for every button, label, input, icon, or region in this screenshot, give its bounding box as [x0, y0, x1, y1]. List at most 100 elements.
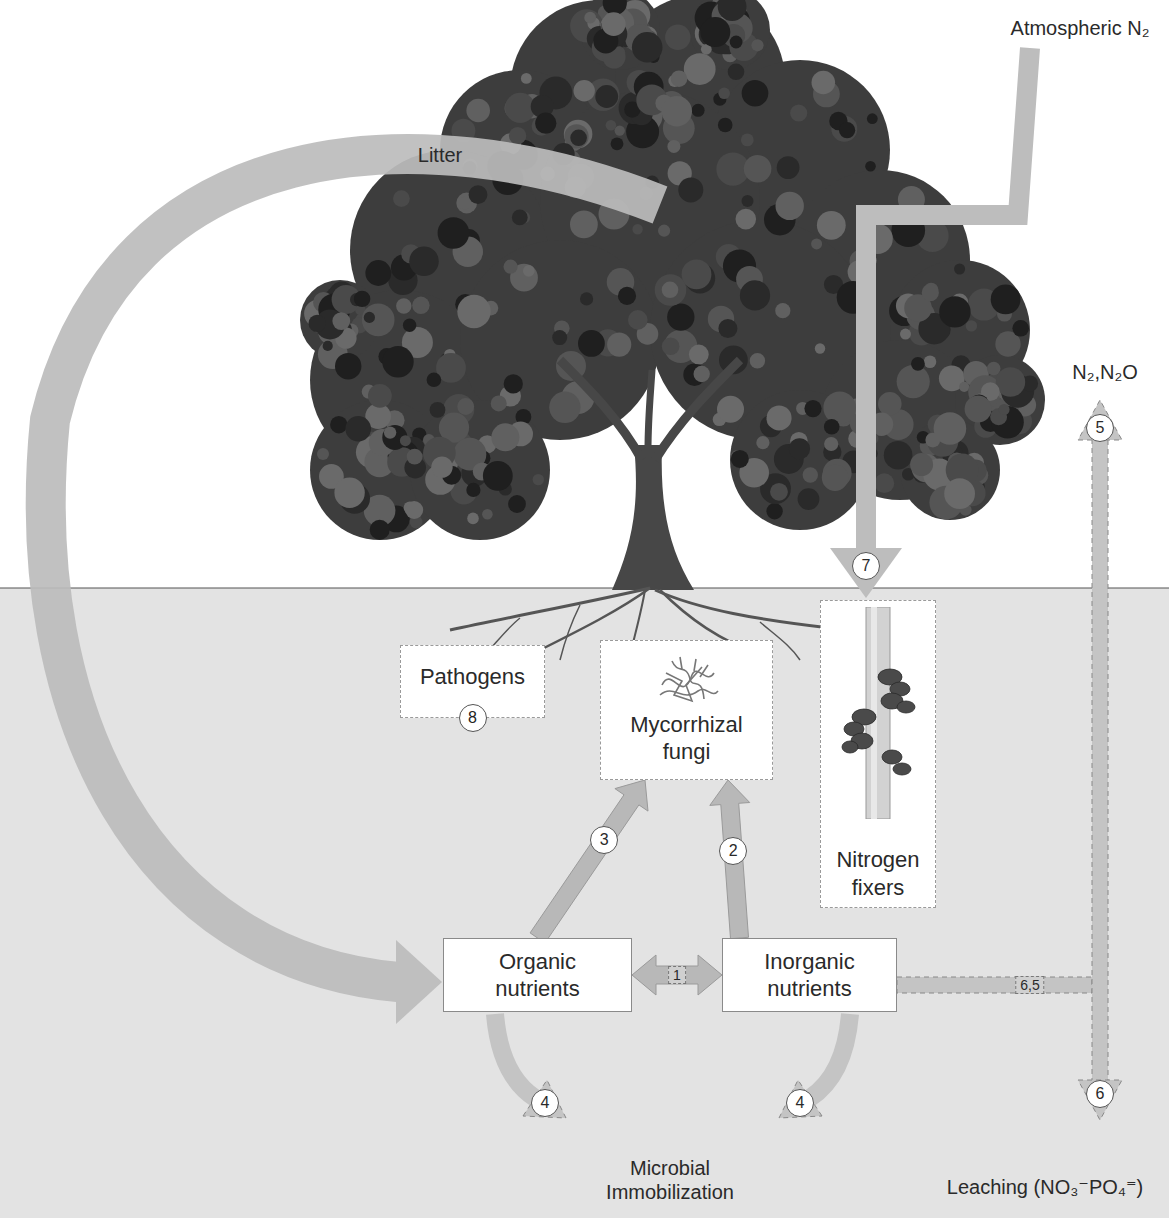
foliage-clump	[741, 134, 754, 147]
foliage-clump	[939, 296, 970, 327]
foliage-clump	[403, 319, 416, 332]
foliage-clump	[615, 125, 625, 135]
foliage-clump	[466, 99, 490, 123]
callout-number: 3	[590, 826, 618, 854]
foliage-clump	[911, 357, 925, 371]
foliage-clump	[457, 398, 474, 415]
arrow-head	[830, 548, 902, 598]
foliage-clump	[991, 285, 1021, 315]
foliage-clump	[662, 96, 692, 126]
callout-number: 6,5	[1015, 976, 1044, 994]
foliage-clump	[770, 483, 788, 501]
foliage-clump	[580, 292, 593, 305]
foliage-clump	[632, 32, 663, 63]
pathogen-box: Pathogens8	[400, 645, 545, 718]
foliage-clump	[430, 402, 446, 418]
foliage-clump	[689, 345, 709, 365]
source-label: Atmospheric N₂	[1009, 16, 1152, 40]
foliage-clump	[665, 25, 690, 50]
arrow-head	[523, 1080, 566, 1118]
foliage-clump	[370, 520, 390, 540]
foliage-clump	[884, 441, 913, 470]
foliage-clump	[570, 211, 598, 239]
foliage-clump	[384, 426, 396, 438]
callout-number: 1	[668, 966, 686, 984]
foliage-clump	[584, 12, 596, 24]
foliage-clump	[839, 122, 855, 138]
foliage-clump	[767, 405, 792, 430]
foliage-clump	[671, 70, 688, 87]
callout-number: 8	[459, 704, 487, 732]
foliage-clump	[533, 474, 544, 485]
foliage-clump	[400, 435, 411, 446]
foliage-clump	[811, 238, 822, 249]
foliage-clump	[815, 343, 825, 353]
foliage-clump	[405, 501, 423, 519]
foliage-clump	[509, 127, 526, 144]
arrow-head	[396, 940, 442, 1024]
tree-crown	[300, 0, 1045, 540]
foliage-clump	[667, 140, 680, 153]
foliage-clump	[658, 225, 670, 237]
branch	[560, 360, 642, 460]
foliage-clump	[751, 39, 763, 51]
foliage-clump	[965, 396, 992, 423]
foliage-clump	[469, 185, 488, 204]
foliage-clump	[766, 503, 782, 519]
nodule	[897, 701, 915, 713]
foliage-clump	[466, 483, 480, 497]
foliage-clump	[730, 36, 743, 49]
hypha	[666, 667, 702, 701]
foliage-clump	[824, 437, 838, 451]
root	[560, 605, 580, 660]
node-label: Pathogens	[420, 663, 525, 691]
ground-line	[0, 587, 1169, 588]
foliage-clump	[823, 391, 856, 424]
foliage-clump	[364, 312, 375, 323]
foliage-clump	[335, 353, 361, 379]
gas-label: N₂,N₂O	[1070, 360, 1140, 384]
foliage-clump	[345, 416, 371, 442]
dashed-shaft	[897, 977, 1092, 993]
nutrient-pool-box: Inorganic nutrients	[722, 938, 897, 1012]
foliage-clump	[700, 17, 730, 47]
foliage-mass	[820, 340, 980, 500]
foliage-clump	[740, 280, 770, 310]
foliage-clump	[611, 137, 624, 150]
foliage-clump	[944, 478, 975, 509]
foliage-clump	[482, 509, 493, 520]
flow-arrow	[710, 780, 750, 939]
foliage-clump	[798, 488, 820, 510]
curved-shaft	[810, 1014, 850, 1098]
foliage-clump	[332, 312, 350, 330]
foliage-clump	[393, 190, 410, 207]
callout-number: 4	[786, 1089, 814, 1117]
foliage-clump	[959, 382, 969, 392]
foliage-clump	[618, 287, 636, 305]
foliage-clump	[817, 211, 846, 240]
foliage-clump	[804, 400, 821, 417]
node-label: Nitrogen fixers	[827, 846, 929, 901]
foliage-clump	[750, 353, 765, 368]
foliage-clump	[966, 320, 977, 331]
foliage-clump	[409, 246, 439, 276]
foliage-clump	[900, 329, 911, 340]
foliage-clump	[824, 419, 840, 435]
foliage-clump	[309, 315, 326, 332]
foliage-clump	[999, 404, 1010, 415]
foliage-clump	[742, 80, 769, 107]
foliage-clump	[662, 337, 680, 355]
callout-number: 5	[1086, 414, 1114, 442]
foliage-clump	[812, 71, 836, 95]
foliage-clump	[504, 260, 518, 274]
litter-arrow	[46, 154, 660, 1024]
nodule	[882, 750, 902, 764]
foliage-clump	[504, 374, 523, 393]
curved-shaft	[495, 1014, 535, 1098]
foliage-clump	[736, 209, 757, 230]
foliage-clump	[655, 274, 687, 306]
root-nodule-picture	[828, 607, 928, 819]
branch	[655, 360, 740, 460]
